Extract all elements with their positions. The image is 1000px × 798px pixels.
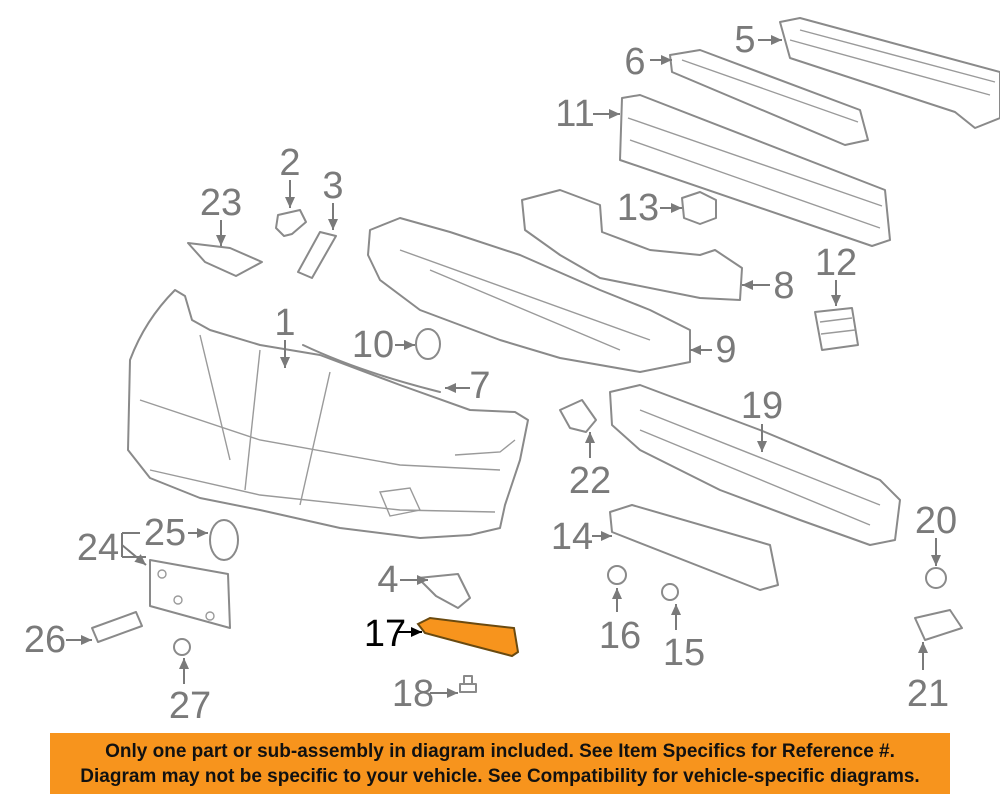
part-14-lower-bracket [609, 504, 779, 591]
callout-26-label: 26 [24, 619, 66, 661]
callout-22-arrowhead [585, 432, 595, 443]
part-18-screw [459, 675, 477, 693]
part-27-screw [173, 638, 191, 656]
part-3-bracket [297, 231, 337, 279]
callout-2-label: 2 [279, 142, 300, 184]
part-8-absorber-upper [521, 189, 743, 301]
callout-2-arrowhead [285, 197, 295, 208]
callout-4-label: 4 [377, 559, 398, 601]
part-10-grommet [415, 328, 441, 360]
callout-21-label: 21 [907, 673, 949, 715]
callout-11-arrowhead [609, 109, 620, 119]
callout-18-label: 18 [392, 673, 434, 715]
part-25-emblem [209, 519, 239, 561]
part-13-clip [681, 191, 717, 225]
callout-23-arrowhead [216, 235, 226, 246]
callout-3-arrowhead [328, 219, 338, 230]
callout-11-label: 11 [555, 93, 594, 135]
callout-1-label: 1 [274, 302, 295, 344]
callout-19-arrowhead [757, 441, 767, 452]
callout-18-arrowhead [447, 688, 458, 698]
part-7-strip [302, 344, 441, 393]
notice-line-2: Diagram may not be specific to your vehi… [80, 766, 920, 787]
callout-16-label: 16 [599, 615, 641, 657]
callout-19-label: 19 [741, 385, 783, 427]
callout-24-bracket [121, 532, 146, 558]
callout-8-label: 8 [773, 265, 794, 307]
part-17-deflector [416, 616, 520, 658]
part-19-grille [609, 384, 901, 546]
callout-8-arrowhead [742, 280, 753, 290]
callout-22-label: 22 [569, 460, 611, 502]
callout-9-arrowhead [690, 345, 701, 355]
part-15-bolt [661, 583, 679, 601]
callout-6-label: 6 [624, 41, 645, 83]
callout-25-label: 25 [144, 512, 186, 554]
part-22-bracket [559, 399, 597, 433]
callout-16-arrowhead [612, 588, 622, 599]
callout-21-arrowhead [918, 642, 928, 653]
callout-3-label: 3 [322, 165, 343, 207]
callout-14-arrowhead [601, 531, 612, 541]
callout-6-arrowhead [661, 55, 672, 65]
part-20-fastener [925, 567, 947, 589]
callout-12-arrowhead [831, 295, 841, 306]
notice-banner: Only one part or sub-assembly in diagram… [50, 733, 950, 794]
part-1-bumper-cover [127, 289, 529, 539]
part-11-reinforcement-bar [619, 94, 891, 247]
callout-20-arrowhead [931, 555, 941, 566]
callout-24-label: 24 [77, 527, 119, 569]
part-12-sensor [814, 307, 859, 351]
callout-10-label: 10 [352, 324, 394, 366]
callout-7-label: 7 [469, 365, 490, 407]
callout-5-label: 5 [734, 19, 755, 61]
callout-13-arrowhead [671, 203, 682, 213]
callout-17-arrowhead [411, 627, 422, 637]
callout-12-label: 12 [815, 242, 857, 284]
notice-line-1: Only one part or sub-assembly in diagram… [105, 741, 895, 762]
callout-15-label: 15 [663, 632, 705, 674]
part-2-clip [275, 209, 307, 237]
callout-10-arrowhead [404, 340, 415, 350]
callout-5-arrowhead [771, 35, 782, 45]
part-5-upper-rail [779, 17, 1000, 129]
callout-25-arrowhead [197, 528, 208, 538]
callout-1-arrowhead [280, 357, 290, 368]
callout-20-label: 20 [915, 500, 957, 542]
part-16-fastener [607, 565, 627, 585]
callout-17-label: 17 [364, 613, 406, 655]
callout-9-label: 9 [715, 329, 736, 371]
part-23-emblem [187, 242, 263, 277]
callout-27-arrowhead [179, 658, 189, 669]
callout-7-arrowhead [445, 383, 456, 393]
callout-15-arrowhead [671, 604, 681, 615]
callout-4-arrowhead [417, 575, 428, 585]
callout-23-label: 23 [200, 182, 242, 224]
callout-14-label: 14 [551, 516, 593, 558]
part-21-clip [914, 609, 963, 641]
callout-24-arrowhead [134, 554, 146, 565]
callout-27-label: 27 [169, 685, 211, 727]
part-6-rail-bracket [669, 49, 869, 146]
part-24-plate-bracket [149, 559, 231, 629]
part-4-bracket [417, 573, 471, 609]
callout-leaders [66, 35, 941, 698]
callout-13-label: 13 [617, 187, 659, 229]
callout-26-arrowhead [81, 635, 92, 645]
part-9-absorber-main [367, 217, 691, 373]
part-26-pin [91, 611, 143, 643]
